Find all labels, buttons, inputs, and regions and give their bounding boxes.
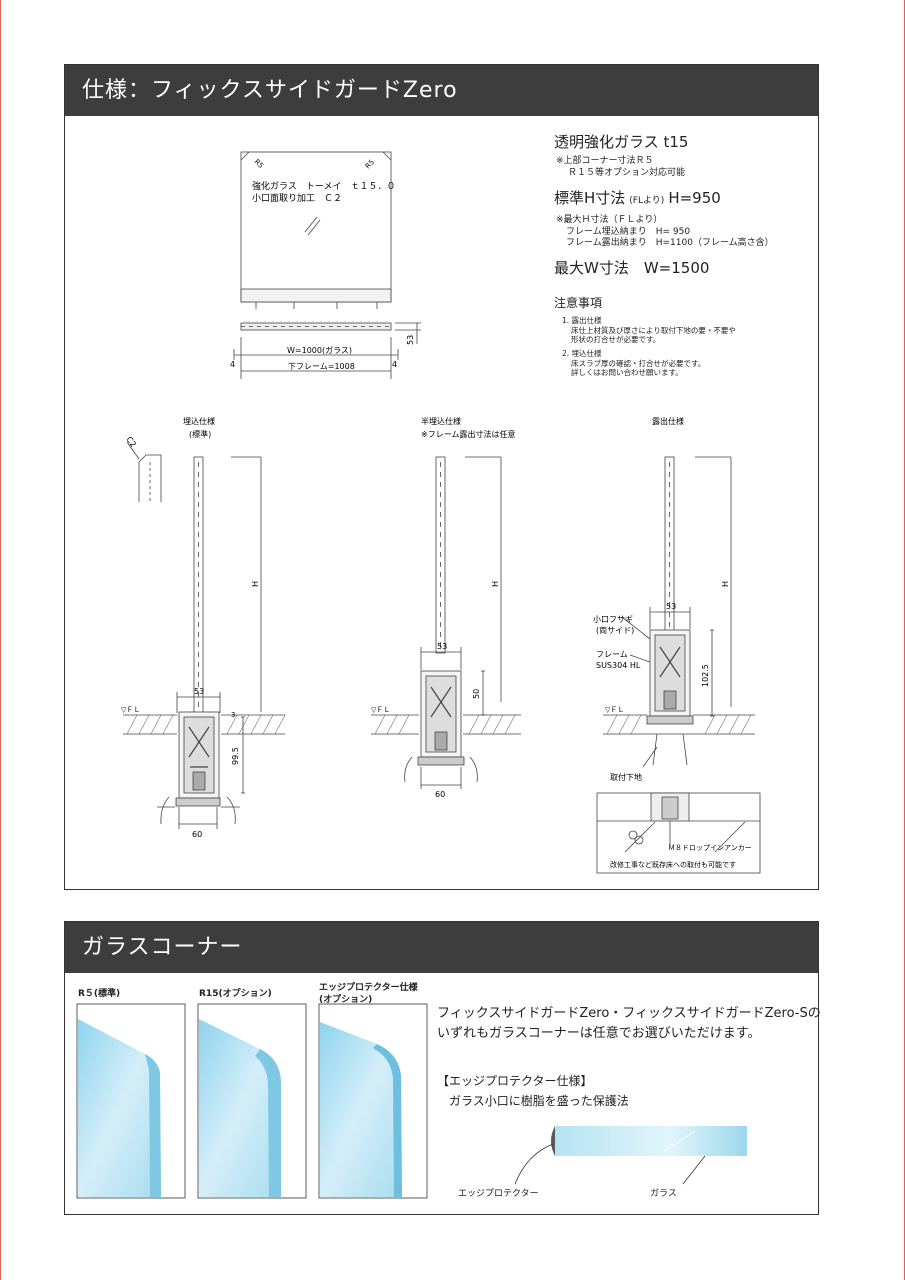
std-h-from: (FLより) xyxy=(629,196,665,206)
caution-1-line2: 形状の打合せが必要です。 xyxy=(571,335,661,344)
corner-title: ガラスコーナー xyxy=(65,922,818,973)
corner-r-left: R5 xyxy=(253,158,265,170)
max-h-embed: フレーム埋込納まり H= 950 xyxy=(566,227,691,237)
glass-note-2: Ｒ１５等オプション対応可能 xyxy=(568,168,686,178)
glass-type: 透明強化ガラス t15 xyxy=(554,133,689,151)
caution-1-title: 1. 露出仕様 xyxy=(562,316,602,325)
corner-desc-1: フィックスサイドガードZero・フィックスサイドガードZero-Sの xyxy=(437,1006,821,1021)
exposed-title: 露出仕様 xyxy=(652,416,684,426)
spec-title: 仕様：フィックスサイドガードZero xyxy=(65,65,818,116)
ep-glass-rod xyxy=(555,1126,747,1156)
anchor-label: Ｍ８ドロップインアンカー xyxy=(668,844,752,852)
corner-ep-label: エッジプロテクター仕様 xyxy=(319,983,418,993)
corner-ep-sub: (オプション) xyxy=(319,995,373,1005)
max-h-exposed: フレーム露出納まり H=1100（フレーム高さ含） xyxy=(566,238,774,248)
caution-2-line2: 詳しくはお問い合わせ願います。 xyxy=(571,368,683,377)
glass-spec-line2: 小口面取り加工 Ｃ２ xyxy=(252,193,342,204)
glass-section-half xyxy=(435,456,446,654)
fl-half: ▽ＦＬ xyxy=(371,706,390,714)
h-embed: H xyxy=(251,581,260,587)
dim-3-embed: 3 xyxy=(231,711,235,719)
h-exposed: H xyxy=(721,581,730,587)
dim-bottom-frame: 下フレーム=1008 xyxy=(288,362,355,371)
half-sub: ※フレーム露出寸法は任意 xyxy=(421,429,515,439)
corner-illustrations xyxy=(76,1003,747,1199)
cap-label: 小口フサギ xyxy=(593,615,633,624)
half-title: 半埋込仕様 xyxy=(421,416,461,426)
fl-exposed: ▽ＦＬ xyxy=(605,706,624,714)
corner-r15-glass xyxy=(199,1019,281,1197)
corner-desc-2: いずれもガラスコーナーは任意でお選びいただけます。 xyxy=(437,1026,761,1041)
dim-50-half: 50 xyxy=(472,689,481,699)
technical-drawing: R5 R5 強化ガラス トーメイ ｔ１５．０ 小口面取り加工 Ｃ２ 53 4 4… xyxy=(121,151,761,874)
renovation-note: 改修工事など既存床への取付も可能です xyxy=(610,860,736,869)
dim-53-embed: 53 xyxy=(194,687,204,696)
spec-section: 仕様：フィックスサイドガードZero 透明強化ガラス t15 ※上部コーナー寸法… xyxy=(64,64,819,890)
dim-53-half: 53 xyxy=(437,642,447,651)
dim-width-glass: W=1000(ガラス) xyxy=(287,345,352,355)
frame-material: SUS304 HL xyxy=(596,661,641,670)
max-h-note: ※最大Ｈ寸法（ＦＬより） xyxy=(556,215,663,225)
caution-1-line1: 床仕上材質及び厚さにより取付下地の要・不要や xyxy=(571,326,736,335)
ep-desc: ガラス小口に樹脂を盛った保護法 xyxy=(449,1094,629,1108)
dim-995-embed: 99.5 xyxy=(231,747,240,765)
h-half: H xyxy=(491,581,500,587)
caution-2-title: 2. 埋込仕様 xyxy=(562,349,602,358)
dim-53-elev: 53 xyxy=(406,335,415,345)
corner-ep-glass xyxy=(320,1022,402,1197)
ep-title: 【エッジプロテクター仕様】 xyxy=(437,1074,593,1088)
dim-53-exposed: 53 xyxy=(666,602,676,611)
caution-2-line1: 床スラブ厚の確認・打合せが必要です。 xyxy=(571,359,706,368)
frame-label: フレーム xyxy=(596,650,628,659)
base-label: 取付下地 xyxy=(610,772,642,782)
cap-sub-label: (両サイド) xyxy=(596,626,634,635)
fl-embed: ▽ＦＬ xyxy=(121,706,140,714)
ep-resin xyxy=(551,1126,555,1156)
embed-sub: (標準) xyxy=(189,429,211,439)
c2-label: C2 xyxy=(124,435,138,449)
page-edge-left xyxy=(0,0,1,1280)
dim-1025-exposed: 102.5 xyxy=(701,664,710,687)
dim-60-embed: 60 xyxy=(192,830,202,839)
glass-spec-line1: 強化ガラス トーメイ ｔ１５．０ xyxy=(252,180,395,192)
max-w: 最大W寸法 W=1500 xyxy=(554,259,710,277)
corner-r15-label: R15(オプション) xyxy=(199,989,272,999)
glass-panel-elevation xyxy=(240,151,392,303)
embed-title: 埋込仕様 xyxy=(183,416,215,426)
std-h-value: H=950 xyxy=(668,189,721,207)
std-h-label: 標準H寸法 xyxy=(554,189,626,207)
corner-r5-label: R５(標準) xyxy=(78,989,121,999)
ep-label: エッジプロテクター xyxy=(458,1189,539,1199)
corner-section: ガラスコーナー R５(標準) R15(オプション) エッジプロテクター仕様 (オ… xyxy=(64,921,821,1215)
dim-4-right: 4 xyxy=(392,360,397,369)
glass-note-1: ※上部コーナー寸法Ｒ５ xyxy=(556,156,654,166)
caution-title: 注意事項 xyxy=(554,296,603,310)
corner-r5-glass xyxy=(78,1019,161,1197)
corner-r-right: R5 xyxy=(364,158,376,170)
glass-label: ガラス xyxy=(650,1189,677,1199)
dim-60-half: 60 xyxy=(435,790,445,799)
std-h-heading: 標準H寸法(FLより)H=950 xyxy=(554,187,721,208)
dim-4-left: 4 xyxy=(230,360,235,369)
